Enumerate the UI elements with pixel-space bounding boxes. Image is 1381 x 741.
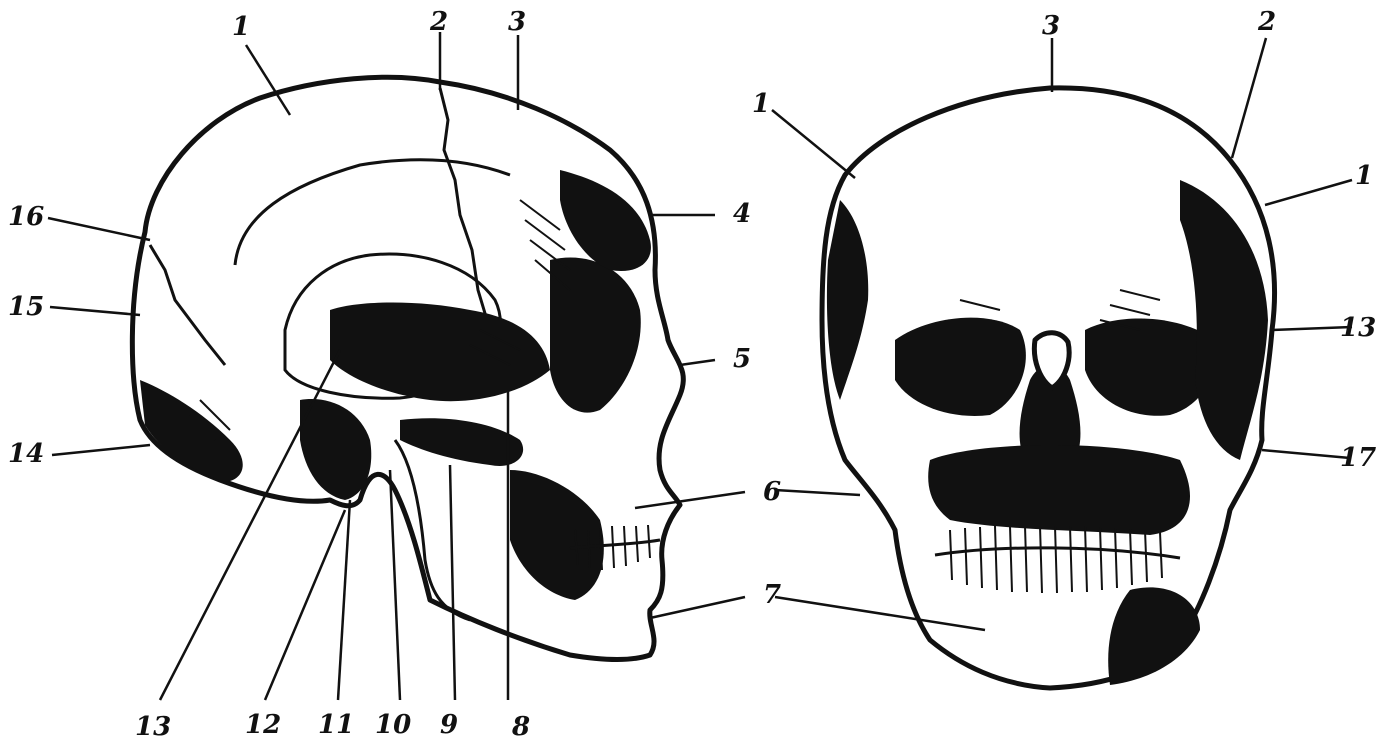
label-4: 4 bbox=[733, 199, 751, 229]
front-label-13: 13 bbox=[1340, 313, 1376, 343]
front-label-2: 2 bbox=[1257, 7, 1276, 37]
label-1: 1 bbox=[232, 12, 250, 42]
front-label-1b: 1 bbox=[1355, 161, 1373, 191]
label-10: 10 bbox=[375, 710, 411, 740]
jaw-shading bbox=[1108, 587, 1200, 685]
label-3: 3 bbox=[508, 7, 526, 37]
label-9: 9 bbox=[440, 710, 458, 740]
front-label-17: 17 bbox=[1340, 443, 1376, 473]
front-label-3: 3 bbox=[1042, 11, 1060, 41]
label-8: 8 bbox=[511, 712, 530, 741]
maxilla-front-shading bbox=[928, 445, 1190, 535]
label-2: 2 bbox=[429, 7, 448, 37]
label-11: 11 bbox=[318, 710, 354, 740]
label-13: 13 bbox=[135, 712, 171, 741]
label-15: 15 bbox=[8, 292, 44, 322]
label-14: 14 bbox=[8, 439, 44, 469]
front-label-1a: 1 bbox=[752, 89, 770, 119]
lateral-skull bbox=[132, 77, 683, 659]
label-7: 7 bbox=[763, 580, 781, 610]
label-5: 5 bbox=[733, 344, 751, 374]
label-12: 12 bbox=[245, 710, 281, 740]
label-16: 16 bbox=[8, 202, 44, 232]
label-6: 6 bbox=[763, 477, 781, 507]
frontal-skull bbox=[822, 88, 1275, 688]
